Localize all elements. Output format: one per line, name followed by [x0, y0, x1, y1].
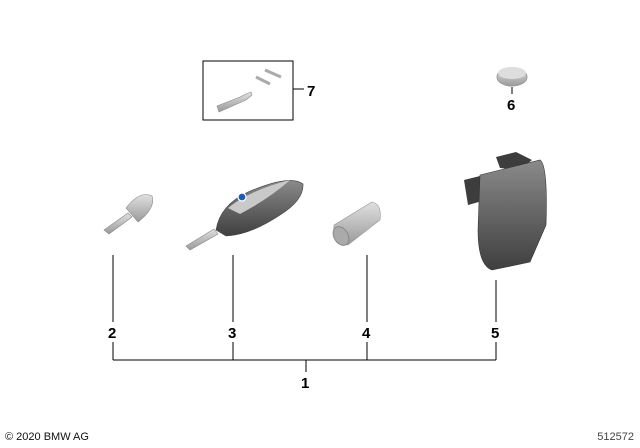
part-number-3[interactable]: 3: [228, 325, 236, 342]
part-number-2[interactable]: 2: [108, 325, 116, 342]
part-5-control-unit[interactable]: [464, 152, 547, 271]
reference-number: 512572: [597, 431, 634, 443]
part-number-5[interactable]: 5: [491, 325, 499, 342]
copyright: © 2020 BMW AG: [5, 431, 89, 443]
part-number-7[interactable]: 7: [307, 83, 315, 100]
part-number-4[interactable]: 4: [362, 325, 371, 342]
part-6-battery[interactable]: [496, 67, 528, 94]
leader-lines: [112, 255, 497, 372]
part-number-6[interactable]: 6: [507, 97, 515, 114]
part-3-fob[interactable]: [185, 180, 304, 251]
part-7-kit[interactable]: [202, 60, 304, 121]
bmw-logo-icon: [237, 192, 247, 202]
part-number-1[interactable]: 1: [301, 375, 309, 392]
part-2-key[interactable]: [103, 194, 153, 235]
part-4-cylinder[interactable]: [330, 201, 381, 248]
